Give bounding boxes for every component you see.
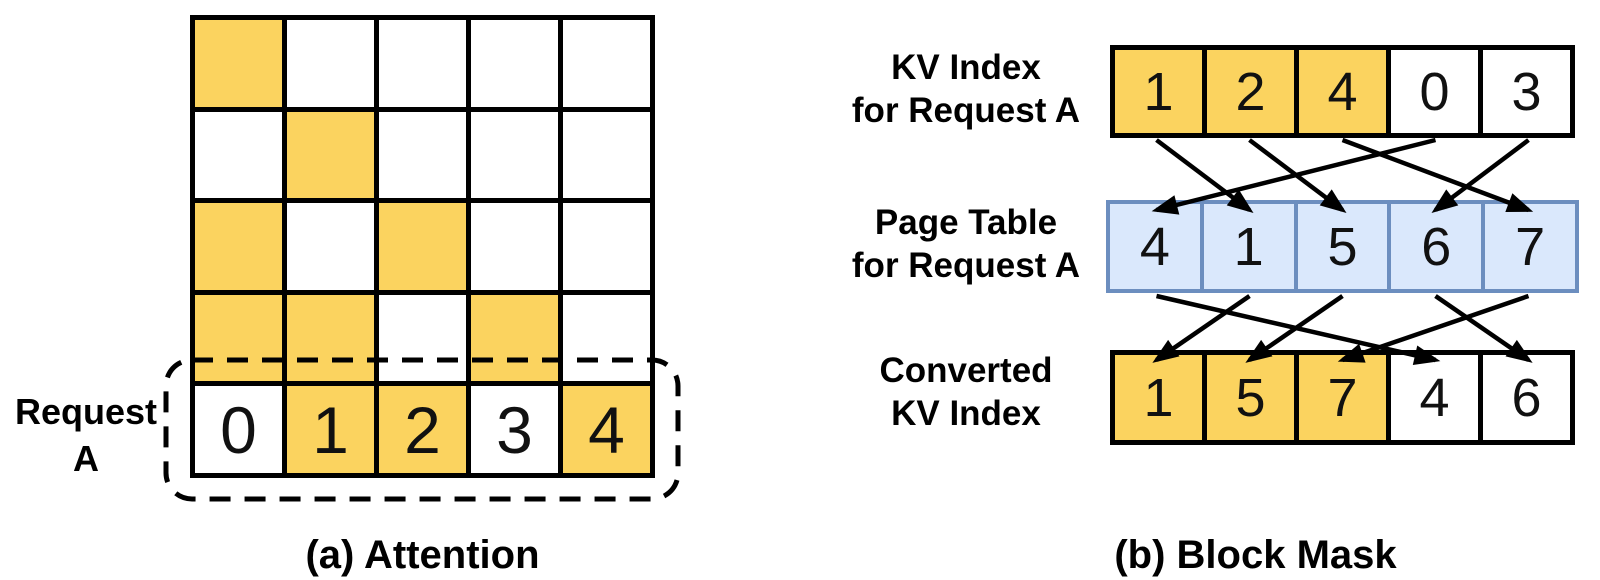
attention-cell-r3c0	[195, 294, 282, 382]
attention-cell-r2c3	[471, 203, 558, 290]
attention-cell-r1c3	[471, 111, 558, 199]
kv-index-row-cell-3: 0	[1391, 50, 1478, 133]
attention-cell-r0c1	[287, 20, 374, 107]
page-table-row-cell-1: 1	[1203, 204, 1294, 289]
attention-cell-r1c2	[379, 111, 466, 199]
caption-block-mask-conversion: (b) Block Mask Conversion	[1114, 533, 1397, 580]
kv-index-label-line2: for Request A	[851, 91, 1081, 130]
converted-kv-label-line1: Converted	[879, 351, 1053, 390]
page-table-row-cell-4: 7	[1485, 204, 1575, 289]
converted-kv-label: Converted KV Index	[780, 349, 1152, 435]
attention-cell-r4c0: 0	[195, 386, 282, 473]
kv-index-row-cell-4: 3	[1483, 50, 1570, 133]
attention-cell-r0c0	[195, 20, 282, 107]
attention-cell-r3c3	[471, 294, 558, 382]
attention-cell-r2c4	[563, 203, 650, 290]
attention-cell-r4c1: 1	[287, 386, 374, 473]
page-table-row-cell-0: 4	[1110, 204, 1200, 289]
attention-cell-r2c2	[379, 203, 466, 290]
converted-kv-index-row-cell-0: 1	[1115, 355, 1202, 440]
attention-cell-r4c3: 3	[471, 386, 558, 473]
request-a-label: Request A	[0, 388, 172, 482]
kv-index-label-line1: KV Index	[891, 48, 1041, 87]
attention-cell-r1c1	[287, 111, 374, 199]
attention-cell-r1c4	[563, 111, 650, 199]
attention-cell-r2c0	[195, 203, 282, 290]
request-a-label-line2: A	[73, 438, 99, 479]
converted-kv-index-row-cell-4: 6	[1483, 355, 1570, 440]
kv-index-label: KV Index for Request A	[780, 46, 1152, 132]
converted-kv-index-row-cell-2: 7	[1299, 355, 1386, 440]
kv-index-row-cell-2: 4	[1299, 50, 1386, 133]
attention-cell-r0c3	[471, 20, 558, 107]
kv-index-row-cell-0: 1	[1115, 50, 1202, 133]
page-table-label-line2: for Request A	[851, 246, 1081, 285]
attention-cell-r4c4: 4	[563, 386, 650, 473]
caption-attention: (a) Attention	[305, 533, 540, 577]
page-table-row-cell-2: 5	[1297, 204, 1388, 289]
attention-cell-r2c1	[287, 203, 374, 290]
attention-cell-r1c0	[195, 111, 282, 199]
page-table-row-cell-3: 6	[1391, 204, 1482, 289]
attention-cell-r0c4	[563, 20, 650, 107]
kv-index-row-cell-1: 2	[1207, 50, 1294, 133]
request-a-label-line1: Request	[14, 391, 158, 432]
converted-kv-index-row-cell-3: 4	[1391, 355, 1478, 440]
attention-cell-r3c2	[379, 294, 466, 382]
page-table-label-line1: Page Table	[874, 203, 1058, 242]
converted-kv-index-row-cell-1: 5	[1207, 355, 1294, 440]
attention-cell-r3c1	[287, 294, 374, 382]
page-table-label: Page Table for Request A	[780, 201, 1152, 287]
attention-cell-r4c2: 2	[379, 386, 466, 473]
converted-kv-label-line2: KV Index	[891, 394, 1041, 433]
attention-cell-r0c2	[379, 20, 466, 107]
attention-cell-r3c4	[563, 294, 650, 382]
